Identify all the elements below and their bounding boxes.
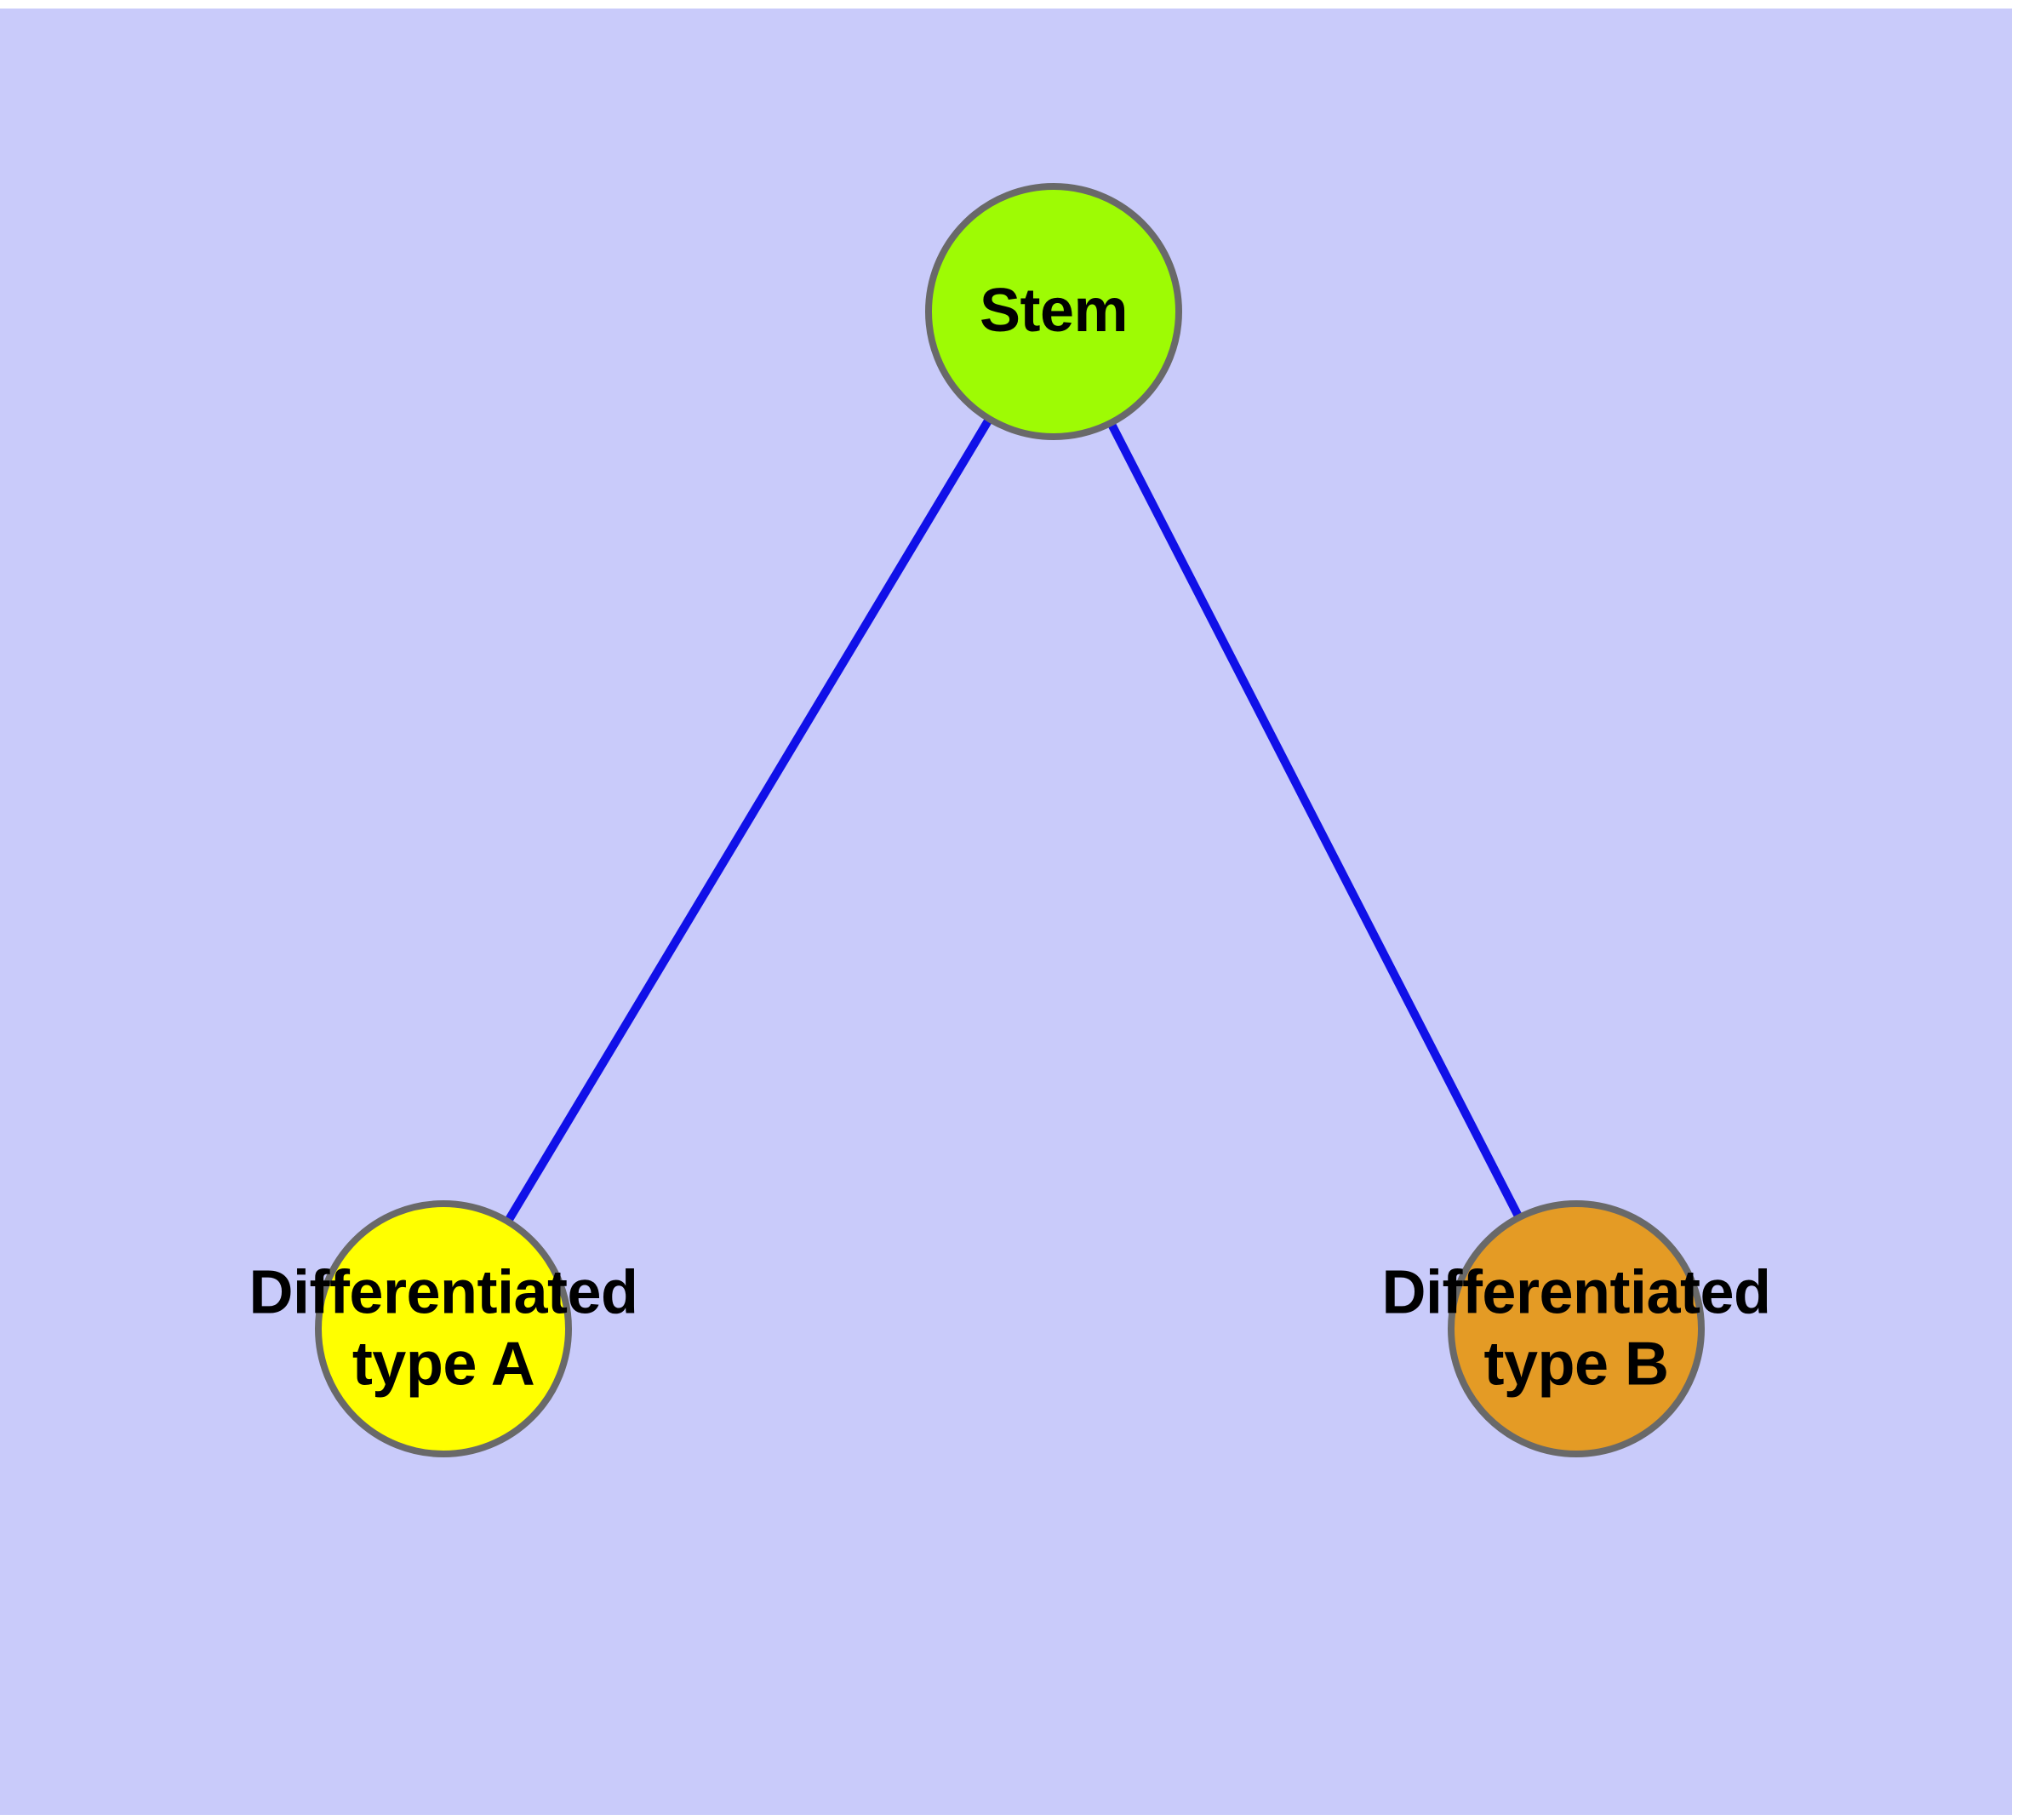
- edges-layer: [439, 309, 1580, 1331]
- graph-svg: [315, 183, 1705, 1457]
- graph-node-diff_b[interactable]: [1448, 1200, 1705, 1457]
- graph-node-stem[interactable]: [925, 183, 1182, 440]
- graph-node-diff_a[interactable]: [315, 1200, 572, 1457]
- graph-edge: [1049, 309, 1580, 1331]
- graph-edge: [439, 309, 1058, 1331]
- nodes-layer: [315, 183, 1705, 1457]
